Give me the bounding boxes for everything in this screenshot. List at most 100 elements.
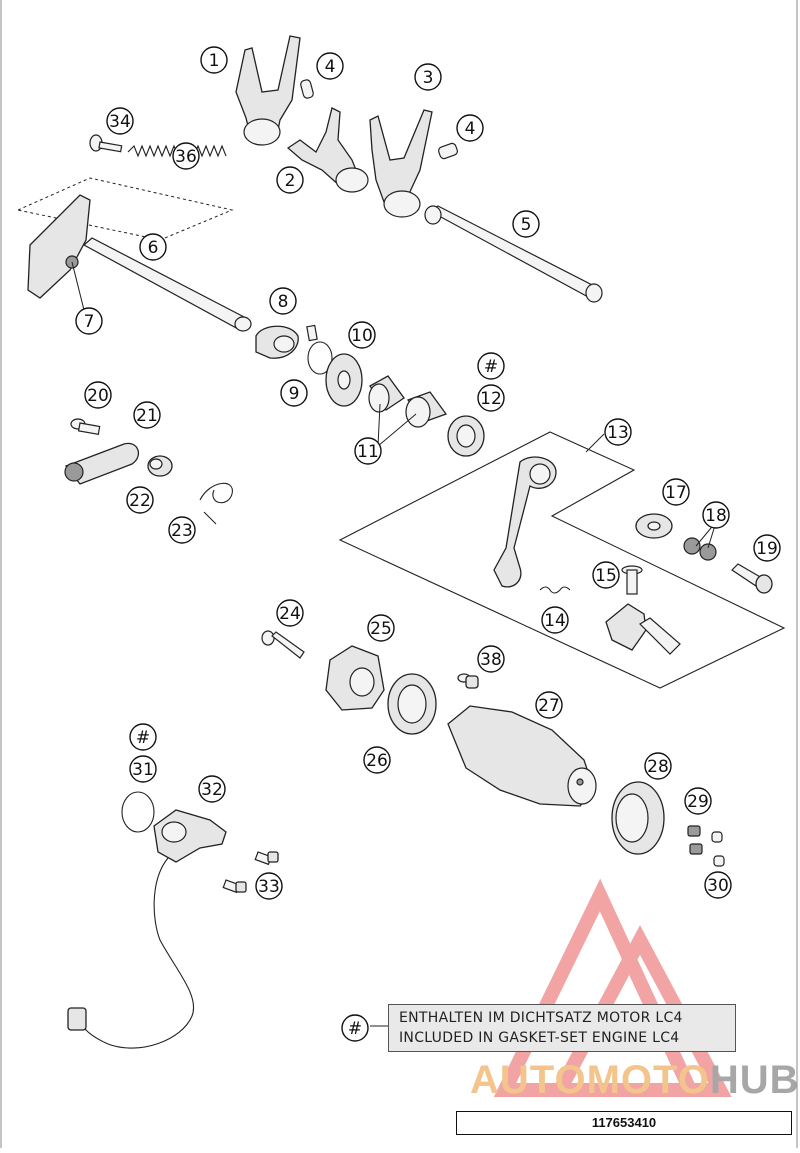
retainer-8 (255, 325, 299, 359)
callout-label: 27 (538, 696, 560, 716)
washer-10 (325, 353, 363, 407)
callout-label: 33 (258, 877, 280, 897)
callout-c27: 27 (535, 691, 563, 719)
callout-label: 21 (136, 406, 158, 426)
lock-washer-18a (683, 537, 701, 555)
leader-13 (585, 433, 605, 453)
callout-circle (106, 107, 134, 135)
callout-label: 29 (687, 792, 709, 812)
callout-label: 34 (109, 112, 131, 132)
threaded-bolt-housing (605, 603, 681, 655)
shift-shaft-6 (27, 194, 252, 332)
callout-label: 25 (370, 619, 392, 639)
callout-label: 1 (209, 51, 220, 71)
callout-circle (280, 379, 308, 407)
callout-circle (535, 691, 563, 719)
callout-c23: 23 (168, 516, 196, 544)
shift-fork-3 (369, 109, 433, 218)
bolts-33 (222, 851, 279, 894)
callout-c12: 12 (477, 384, 505, 412)
callout-label: # (136, 728, 150, 748)
spring-14 (539, 586, 571, 594)
circlip-9 (306, 324, 333, 375)
callout-c28: 28 (644, 752, 672, 780)
callout-label: 19 (756, 539, 778, 559)
callout-layer: 12344567891011#1213141517181920212223242… (75, 46, 781, 1042)
callout-circle (644, 752, 672, 780)
bolt-34 (89, 134, 123, 153)
callout-label: 4 (325, 57, 336, 77)
watermark-wordmark: AUTOMOTOHUB (470, 1058, 800, 1103)
lever-21 (64, 442, 140, 485)
callout-c6: 6 (139, 233, 167, 261)
shift-drum-locator-25 (325, 645, 385, 711)
callout-label: # (348, 1019, 362, 1039)
callout-c14: 14 (541, 606, 569, 634)
callout-circle (316, 52, 344, 80)
callout-circle (168, 516, 196, 544)
callout-c5: 5 (512, 210, 540, 238)
leader-11a (377, 403, 381, 447)
callout-circle (276, 166, 304, 194)
leader-11b (377, 413, 417, 447)
callout-clegend: # (341, 1014, 369, 1042)
callout-label: 5 (521, 215, 532, 235)
callout-label: 22 (129, 491, 151, 511)
callout-c12h: # (477, 352, 505, 380)
callout-c31: 31 (129, 755, 157, 783)
callout-circle (198, 775, 226, 803)
callout-label: 15 (595, 566, 617, 586)
callout-label: 11 (357, 442, 379, 462)
lock-washer-18b (699, 543, 717, 561)
watermark-word-a: AUTOMOTO (470, 1058, 710, 1102)
spring-23 (199, 482, 233, 525)
callout-circle (753, 534, 781, 562)
leader-7 (71, 261, 85, 311)
callout-circle (684, 787, 712, 815)
callout-label: 24 (279, 604, 301, 624)
callout-circle (477, 645, 505, 673)
part-number-box: 117653410 (456, 1111, 792, 1135)
callout-circle (512, 210, 540, 238)
callout-circle (172, 142, 200, 170)
callout-c25: 25 (367, 614, 395, 642)
callout-c4b: 4 (456, 114, 484, 142)
shift-fork-2 (286, 107, 369, 193)
callout-c9: 9 (280, 379, 308, 407)
bolt-19 (731, 563, 773, 594)
callout-circle (129, 723, 157, 751)
detent-springs-29 (687, 825, 703, 855)
pin-15 (621, 565, 643, 595)
callout-circle (255, 872, 283, 900)
callout-c29: 29 (684, 787, 712, 815)
callout-c17: 17 (662, 478, 690, 506)
fork-pin-b (438, 142, 458, 160)
callout-label: 12 (480, 389, 502, 409)
callout-label: 36 (175, 147, 197, 167)
gasket-set-legend: ENTHALTEN IM DICHTSATZ MOTOR LC4 INCLUDE… (388, 1004, 736, 1052)
callout-label: 9 (289, 384, 300, 404)
callout-label: 32 (201, 780, 223, 800)
callout-c20: 20 (84, 381, 112, 409)
callout-c34: 34 (106, 107, 134, 135)
shift-rail-5 (424, 205, 603, 303)
callout-c36: 36 (172, 142, 200, 170)
callout-label: 2 (285, 171, 296, 191)
washer-17 (635, 513, 673, 539)
callout-circle (414, 63, 442, 91)
callout-circle (269, 287, 297, 315)
callout-c26: 26 (363, 746, 391, 774)
callout-c8: 8 (269, 287, 297, 315)
callout-label: 4 (465, 119, 476, 139)
callout-c7: 7 (75, 307, 103, 335)
callout-circle (477, 384, 505, 412)
callout-label: 26 (366, 751, 388, 771)
seal-12 (447, 415, 485, 457)
bushing-22 (147, 455, 173, 477)
callout-c21: 21 (133, 401, 161, 429)
bolt-38 (457, 673, 479, 689)
callout-label: 8 (278, 292, 289, 312)
legend-line-english: INCLUDED IN GASKET-SET ENGINE LC4 (399, 1030, 680, 1046)
callout-circle (276, 599, 304, 627)
shift-fork-1 (235, 35, 301, 146)
